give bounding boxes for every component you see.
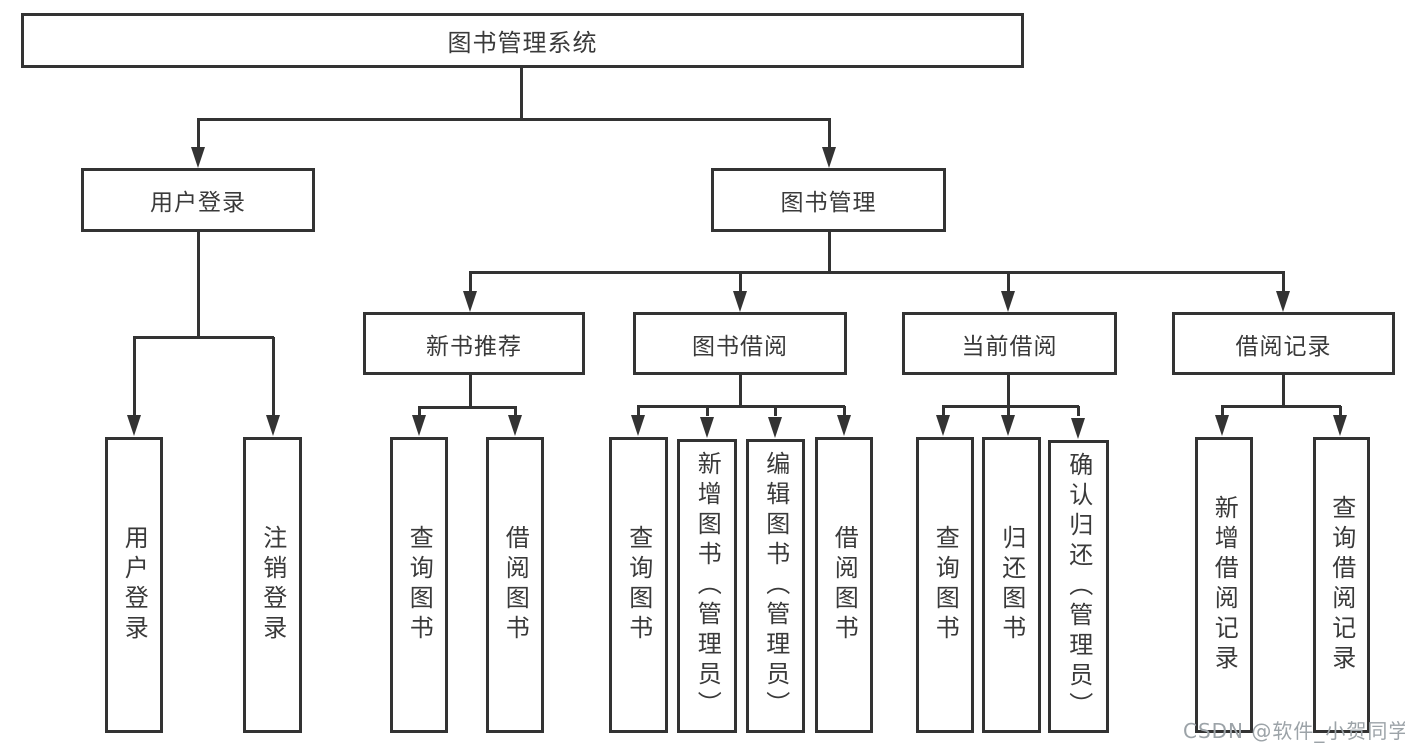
connector-line	[705, 406, 709, 416]
connector-line	[1076, 406, 1080, 416]
node-label: 新书推荐	[426, 333, 522, 360]
arrow-down-icon	[837, 415, 851, 436]
arrow-down-icon	[936, 415, 950, 436]
leaf-borrow-books: 借阅图书	[815, 437, 873, 733]
connector-line	[827, 232, 831, 273]
node-user-login: 用户登录	[81, 168, 315, 232]
watermark: CSDN @软件_小贺同学	[1183, 719, 1405, 743]
leaf-query-books-current: 查询图书	[916, 437, 974, 733]
connector-line	[1338, 406, 1342, 416]
node-label: 图书管理	[780, 190, 877, 216]
arrow-down-icon	[733, 291, 747, 312]
connector-line	[418, 405, 517, 409]
connector-line	[941, 406, 945, 416]
arrow-down-icon	[1071, 418, 1085, 439]
connector-line	[827, 119, 831, 148]
node-label: 借阅记录	[1235, 333, 1332, 360]
node-label: 当前借阅	[961, 333, 1058, 360]
connector-line	[197, 117, 831, 121]
connector-line	[1006, 375, 1010, 407]
connector-line	[417, 407, 421, 416]
connector-line	[842, 406, 846, 416]
node-library-system: 图书管理系统	[21, 13, 1024, 68]
arrow-down-icon	[822, 147, 836, 168]
arrow-down-icon	[1333, 415, 1347, 436]
arrow-down-icon	[631, 415, 645, 436]
connector-line	[1221, 404, 1341, 408]
node-label: 编辑图书（管理员）	[761, 451, 790, 721]
connector-line	[738, 272, 742, 292]
node-current-borrowing: 当前借阅	[902, 312, 1117, 375]
node-label: 借阅图书	[830, 525, 859, 645]
arrow-down-icon	[1001, 415, 1015, 436]
leaf-query-borrow-record: 查询借阅记录	[1313, 437, 1370, 733]
node-label: 图书管理系统	[447, 29, 598, 57]
arrow-down-icon	[412, 415, 426, 436]
leaf-edit-book-admin: 编辑图书（管理员）	[746, 439, 805, 733]
node-label: 确认归还（管理员）	[1064, 451, 1093, 722]
connector-line	[271, 337, 275, 416]
connector-line	[1220, 406, 1224, 416]
leaf-add-book-admin: 新增图书（管理员）	[677, 439, 737, 733]
connector-line	[133, 335, 274, 339]
arrow-down-icon	[1276, 291, 1290, 312]
arrow-down-icon	[700, 417, 714, 438]
leaf-borrow-books-recommend: 借阅图书	[486, 437, 544, 733]
arrow-down-icon	[1215, 415, 1229, 436]
arrow-down-icon	[508, 415, 522, 436]
arrow-down-icon	[266, 415, 280, 436]
connector-line	[636, 406, 640, 416]
connector-line	[637, 404, 845, 408]
connector-line	[132, 337, 136, 416]
connector-line	[519, 68, 523, 120]
arrow-down-icon	[1001, 291, 1015, 312]
connector-line	[1281, 272, 1285, 292]
leaf-query-books-recommend: 查询图书	[390, 437, 448, 733]
connector-line	[942, 404, 1079, 408]
connector-line	[469, 270, 1285, 274]
leaf-return-book: 归还图书	[982, 437, 1041, 733]
node-label: 查询借阅记录	[1327, 495, 1356, 675]
leaf-logout: 注销登录	[243, 437, 302, 733]
connector-line	[513, 407, 517, 416]
node-label: 新增借阅记录	[1210, 495, 1239, 675]
node-label: 归还图书	[997, 525, 1026, 645]
connector-line	[196, 119, 200, 148]
arrow-down-icon	[768, 417, 782, 438]
connector-line	[1006, 406, 1010, 416]
node-label: 用户登录	[150, 190, 246, 216]
node-label: 借阅图书	[501, 525, 530, 645]
connector-line	[468, 272, 472, 292]
node-new-book-recommend: 新书推荐	[363, 312, 585, 375]
arrow-down-icon	[463, 291, 477, 312]
node-label: 注销登录	[258, 525, 287, 645]
leaf-confirm-return-admin: 确认归还（管理员）	[1048, 440, 1109, 733]
node-book-borrowing: 图书借阅	[633, 312, 847, 375]
connector-line	[1281, 375, 1285, 407]
connector-line	[738, 375, 742, 407]
node-label: 图书借阅	[692, 333, 788, 360]
node-book-management: 图书管理	[711, 168, 946, 232]
connector-line	[468, 375, 472, 408]
leaf-query-books-borrowing: 查询图书	[609, 437, 668, 733]
node-label: 查询图书	[931, 525, 960, 645]
leaf-add-borrow-record: 新增借阅记录	[1195, 437, 1253, 733]
connector-line	[773, 406, 777, 416]
node-label: 用户登录	[120, 525, 149, 645]
leaf-user-login: 用户登录	[105, 437, 163, 733]
node-label: 查询图书	[405, 525, 434, 645]
node-label: 查询图书	[624, 525, 653, 645]
arrow-down-icon	[191, 147, 205, 168]
connector-line	[196, 232, 200, 338]
connector-line	[1006, 272, 1010, 292]
node-borrow-records: 借阅记录	[1172, 312, 1395, 375]
node-label: 新增图书（管理员）	[693, 451, 722, 721]
arrow-down-icon	[127, 415, 141, 436]
